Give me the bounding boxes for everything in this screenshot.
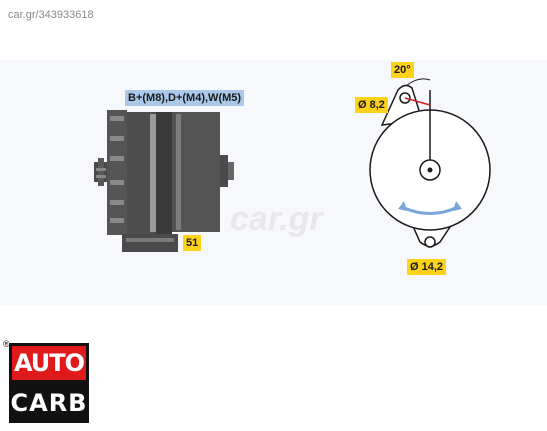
angle-pointer [404, 97, 431, 106]
hole-large-label: Ø 14,2 [407, 259, 447, 275]
stator-body [127, 112, 172, 234]
hole-small-label: Ø 8,2 [355, 97, 388, 113]
logo-top-text: AUTO [9, 343, 89, 383]
rotation-arrow [401, 205, 459, 215]
alternator-side-view [94, 110, 234, 252]
registered-mark: ® [3, 339, 10, 349]
logo-bottom-text: CARB [9, 383, 89, 423]
terminal-studs [94, 158, 108, 186]
site-watermark: car.gr [230, 200, 323, 238]
terminals-label: B+(M8),D+(M4),W(M5) [125, 90, 245, 106]
dimension-51-label: 51 [183, 235, 202, 251]
rear-housing [107, 110, 127, 235]
lower-mounting-hole [424, 236, 436, 248]
mounting-foot [122, 234, 178, 252]
angle-label: 20° [391, 62, 414, 78]
front-housing [172, 112, 220, 232]
angle-arc [405, 78, 431, 87]
alternator-front-view [369, 78, 491, 248]
listing-code: car.gr/343933618 [8, 9, 94, 21]
pulley-shaft [220, 155, 234, 187]
autocarb-logo: ® AUTO CARB [3, 339, 89, 423]
